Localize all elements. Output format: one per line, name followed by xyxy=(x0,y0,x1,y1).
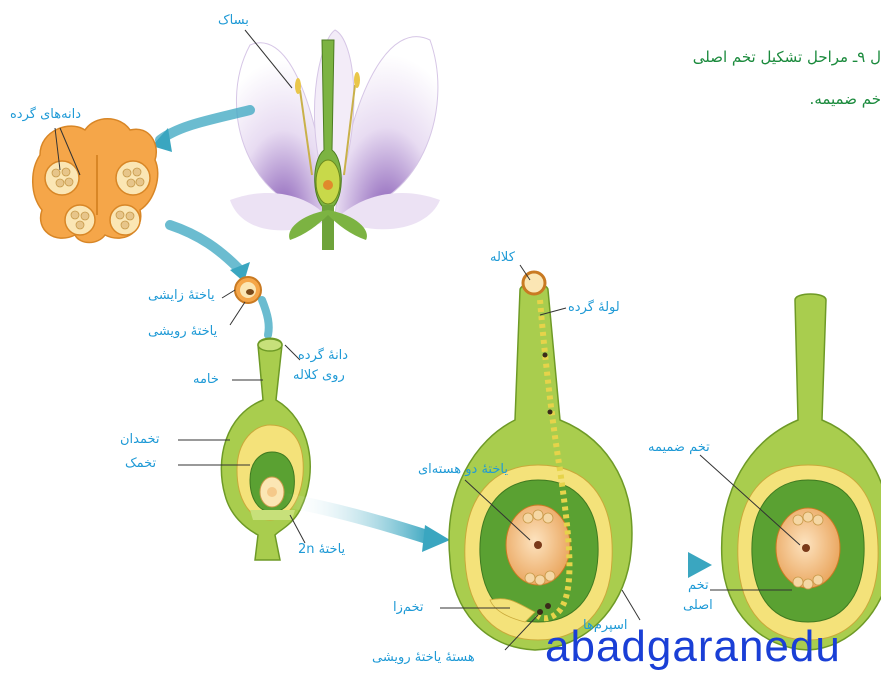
label-vegetative-nucleus: هستهٔ یاختهٔ رویشی xyxy=(372,650,475,665)
anther-2 xyxy=(354,72,360,88)
anther-1 xyxy=(295,78,301,94)
anther-cross-section xyxy=(33,119,158,243)
flower xyxy=(230,30,440,250)
flower-ovule xyxy=(323,180,333,190)
label-pollen-grains: دانه‌های گرده xyxy=(10,107,81,122)
label-egg-cell: تخم‌زا xyxy=(393,600,424,615)
cell-2n-pointer xyxy=(290,515,305,543)
label-pollen-on-stigma-2: روی کلاله xyxy=(293,368,345,383)
label-anther: بساک xyxy=(218,13,249,28)
arrow-anther-to-pollen xyxy=(170,225,238,268)
arrow-head-3 xyxy=(422,525,450,552)
watermark: abadgaranedu xyxy=(545,622,841,672)
label-binucleate-cell: یاختهٔ دو هسته‌ای xyxy=(418,462,508,477)
arrow-head-4 xyxy=(688,552,712,578)
label-cell-2n: یاختهٔ 2n xyxy=(298,542,345,557)
label-vegetative-cell: یاختهٔ رویشی xyxy=(148,324,217,339)
label-zygote-2: اصلی xyxy=(683,598,713,613)
generative-pointer xyxy=(222,290,235,298)
label-zygote-1: تخم xyxy=(688,578,709,593)
pistil-result xyxy=(722,294,881,650)
arrow-pollen-to-pistil xyxy=(262,300,269,335)
figure-caption-line-1: ل ۹ـ مراحل تشکیل تخم اصلی xyxy=(693,48,881,66)
arrow-stage-1-to-2 xyxy=(285,500,430,538)
label-generative-cell: یاختهٔ زایشی xyxy=(148,288,215,303)
label-ovary: تخمدان xyxy=(120,432,160,447)
label-pollen-tube: لولهٔ گرده xyxy=(568,300,620,315)
figure-caption-line-2: خم ضمیمه. xyxy=(810,90,881,108)
sperm-pointer xyxy=(622,590,640,620)
label-pollen-on-stigma-1: دانهٔ گرده xyxy=(298,348,348,363)
arrow-flower-to-anther xyxy=(160,110,250,140)
label-style: خامه xyxy=(193,372,219,387)
label-ovule: تخمک xyxy=(125,456,156,471)
vegetative-pointer xyxy=(230,302,245,325)
label-stigma: کلاله xyxy=(490,250,515,265)
pollen-grain xyxy=(235,277,261,303)
label-endosperm-zygote: تخم ضمیمه xyxy=(648,440,710,455)
pistil-large xyxy=(449,272,632,650)
